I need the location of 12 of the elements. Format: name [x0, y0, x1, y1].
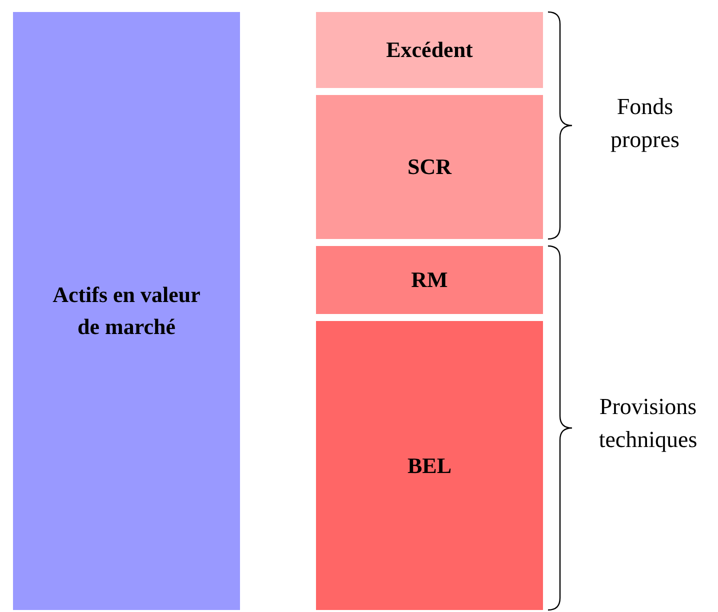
asset-block	[13, 12, 240, 610]
block-label: BEL	[407, 452, 452, 480]
block-label: Excédent	[386, 36, 473, 64]
block-label: Actifs en valeur de marché	[52, 281, 202, 341]
liability-block	[316, 12, 543, 88]
brace-label: Provisions techniques	[598, 393, 698, 454]
liability-block	[316, 246, 543, 314]
block-label: RM	[411, 266, 448, 294]
block-label: SCR	[407, 153, 452, 182]
brace-label: Fonds propres	[610, 93, 680, 154]
liability-block	[316, 95, 543, 239]
liability-block	[316, 321, 543, 610]
